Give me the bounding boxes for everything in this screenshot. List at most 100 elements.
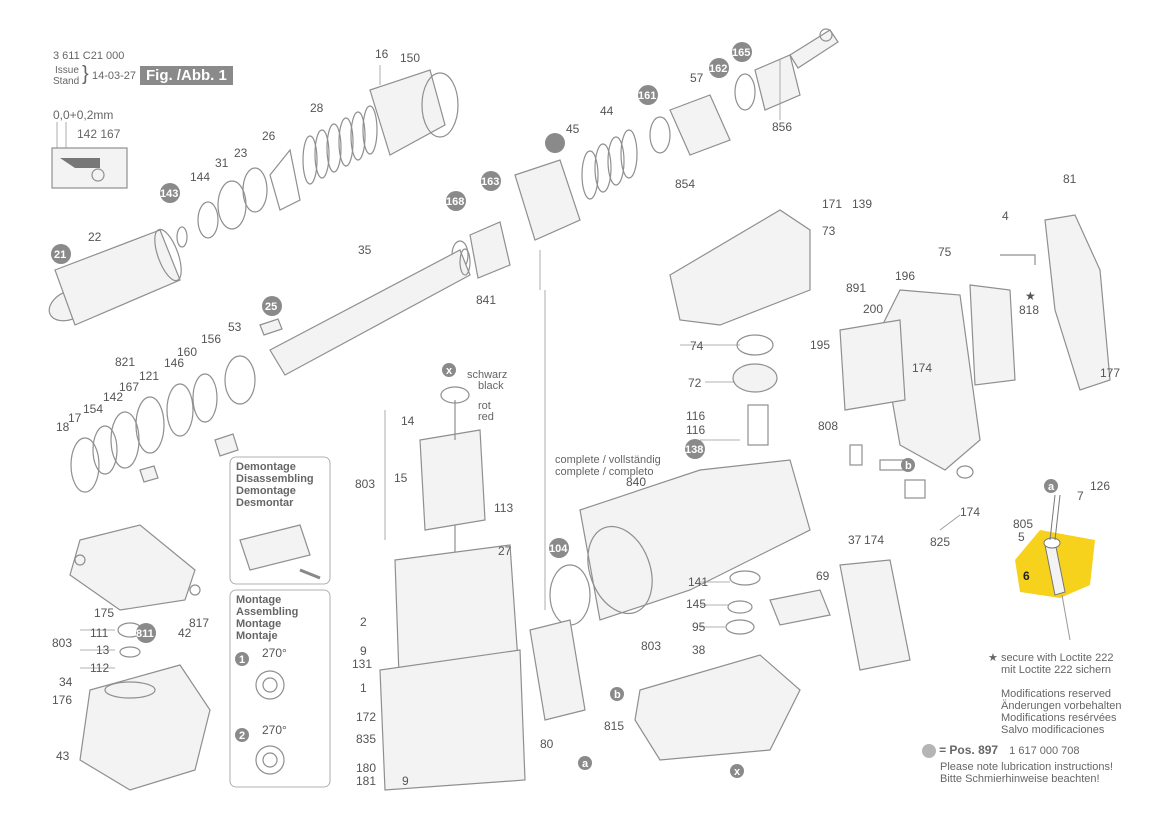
callout-162: 162 xyxy=(709,58,729,78)
svg-text:31: 31 xyxy=(215,156,229,170)
callout-b-bottom: b xyxy=(610,687,624,701)
svg-text:150: 150 xyxy=(400,51,420,65)
svg-text:1: 1 xyxy=(239,654,245,666)
chuck-assembly xyxy=(48,69,459,326)
motor-housing xyxy=(379,544,526,791)
issue-bracket: } xyxy=(82,63,89,85)
svg-text:a: a xyxy=(582,758,589,770)
svg-text:25: 25 xyxy=(265,301,277,313)
housing-cover xyxy=(669,209,811,326)
svg-text:15: 15 xyxy=(394,471,408,485)
svg-text:4: 4 xyxy=(1002,209,1009,223)
svg-text:red: red xyxy=(478,411,494,423)
svg-text:825: 825 xyxy=(930,535,950,549)
svg-text:Disassembling: Disassembling xyxy=(236,473,314,485)
svg-text:x: x xyxy=(734,766,741,778)
disassembly-box: Demontage Disassembling Demontage Desmon… xyxy=(229,456,331,585)
intermediate-flange xyxy=(549,459,811,626)
svg-text:28: 28 xyxy=(310,101,324,115)
lock-parts xyxy=(725,570,831,635)
svg-text:2: 2 xyxy=(239,730,245,742)
wire-color-labels: schwarz black rot red xyxy=(467,369,507,423)
svg-text:111: 111 xyxy=(90,626,109,640)
svg-text:57: 57 xyxy=(690,71,704,85)
svg-text:37: 37 xyxy=(848,533,862,547)
svg-text:2: 2 xyxy=(360,615,367,629)
crank-gear xyxy=(732,334,778,446)
callout-a-bottom: a xyxy=(578,756,592,770)
callout-x-bottom: x xyxy=(730,764,744,778)
complete-labels: complete / vollständig complete / comple… xyxy=(555,454,661,478)
callout-143: 143 xyxy=(160,183,180,203)
svg-text:x: x xyxy=(446,365,453,377)
bottom-cover xyxy=(634,654,801,761)
svg-text:43: 43 xyxy=(56,749,70,763)
svg-text:★: ★ xyxy=(1025,289,1036,303)
svg-text:1: 1 xyxy=(360,681,367,695)
svg-text:156: 156 xyxy=(201,332,221,346)
svg-text:144: 144 xyxy=(190,170,210,184)
lubrication-note: = Pos. 897 1 617 000 708 xyxy=(922,744,1080,759)
svg-text:821: 821 xyxy=(115,355,135,369)
handle-assembly xyxy=(839,214,1111,471)
callout-811: 811 xyxy=(136,623,156,643)
svg-text:14: 14 xyxy=(401,414,415,428)
tool-holder-assembly xyxy=(451,28,839,279)
tolerance-label: 0,0+0,2mm xyxy=(53,108,114,122)
stand-label: Stand xyxy=(53,76,80,87)
svg-text:165: 165 xyxy=(732,47,750,59)
svg-text:38: 38 xyxy=(692,643,706,657)
svg-text:75: 75 xyxy=(938,245,952,259)
modifications-note: Modifications reserved Änderungen vorbeh… xyxy=(1001,688,1121,736)
svg-text:808: 808 xyxy=(818,419,838,433)
svg-text:81: 81 xyxy=(1063,172,1077,186)
svg-text:116: 116 xyxy=(686,423,705,437)
svg-text:815: 815 xyxy=(604,719,624,733)
callout-163: 163 xyxy=(481,171,501,191)
modifications-en: Modifications reserved xyxy=(1001,688,1112,700)
issue-label: Issue xyxy=(55,65,79,76)
svg-text:161: 161 xyxy=(638,90,656,102)
svg-text:complete / vollständig: complete / vollständig xyxy=(555,454,661,466)
svg-text:195: 195 xyxy=(810,338,830,352)
svg-text:174: 174 xyxy=(960,505,980,519)
svg-text:69: 69 xyxy=(816,569,830,583)
svg-text:180: 180 xyxy=(356,761,376,775)
svg-text:34: 34 xyxy=(59,675,73,689)
svg-text:45: 45 xyxy=(566,122,580,136)
svg-text:17: 17 xyxy=(68,411,82,425)
lubrication-instructions-en: Please note lubrication instructions! xyxy=(940,761,1114,773)
assembly-box: Montage Assembling Montage Montaje 1 270… xyxy=(229,589,331,788)
svg-text:27: 27 xyxy=(498,544,512,558)
svg-text:803: 803 xyxy=(52,636,72,650)
loctite-note-de: mit Loctite 222 sichern xyxy=(1001,664,1112,676)
svg-text:Montage: Montage xyxy=(236,618,281,630)
brush-holder-plate xyxy=(69,524,201,611)
svg-text:80: 80 xyxy=(540,737,554,751)
svg-text:176: 176 xyxy=(52,693,72,707)
pos-number: 1 617 000 708 xyxy=(1009,745,1080,757)
figure-label: Fig. /Abb. 1 xyxy=(140,66,233,85)
callout-138: 138 xyxy=(685,439,705,459)
svg-text:b: b xyxy=(614,689,621,701)
svg-text:145: 145 xyxy=(686,597,706,611)
svg-text:139: 139 xyxy=(852,197,872,211)
svg-text:Assembling: Assembling xyxy=(236,606,298,618)
svg-text:b: b xyxy=(905,460,912,472)
svg-text:126: 126 xyxy=(1090,479,1110,493)
loctite-line-1: secure with Loctite 222 xyxy=(1000,652,1114,664)
svg-text:Montaje: Montaje xyxy=(236,630,278,642)
svg-text:818: 818 xyxy=(1019,303,1039,317)
svg-text:26: 26 xyxy=(262,129,276,143)
star-icon: ★ xyxy=(988,652,998,664)
svg-text:172: 172 xyxy=(356,710,376,724)
modifications-de: Änderungen vorbehalten xyxy=(1001,700,1122,712)
svg-text:Desmontar: Desmontar xyxy=(236,497,294,509)
svg-text:171: 171 xyxy=(822,197,842,211)
svg-text:167: 167 xyxy=(119,380,139,394)
svg-text:805: 805 xyxy=(1013,517,1033,531)
svg-text:174: 174 xyxy=(912,361,932,375)
callout-a-right: a xyxy=(1044,479,1058,493)
svg-text:rot: rot xyxy=(478,400,491,412)
svg-text:138: 138 xyxy=(685,444,703,456)
